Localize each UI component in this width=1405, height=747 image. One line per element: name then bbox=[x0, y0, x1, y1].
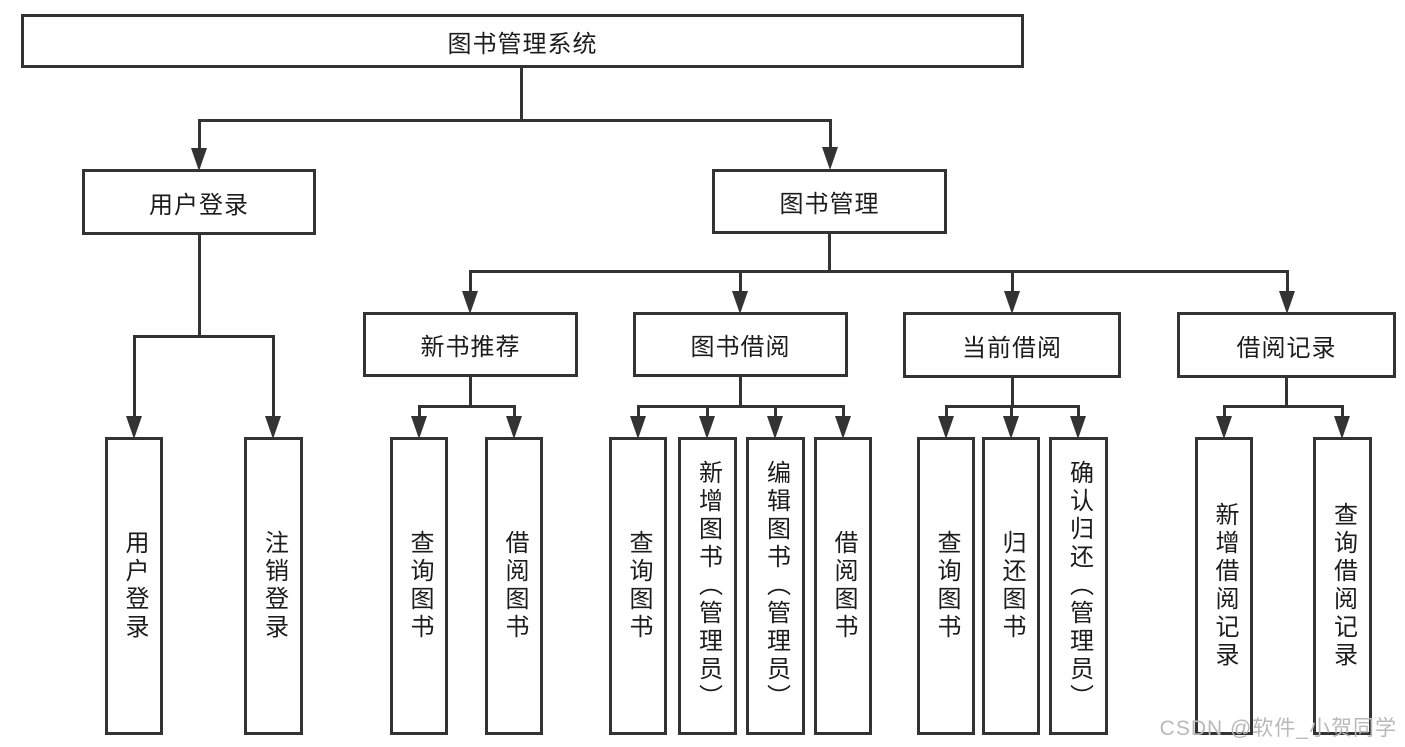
connector-line-horizontal bbox=[1222, 404, 1344, 408]
connector-line-vertical bbox=[197, 234, 201, 337]
connector-line-vertical bbox=[417, 406, 421, 417]
leaf-confirm-return-admin: 确认归还（管理员） bbox=[1049, 437, 1108, 735]
arrowhead-down-icon bbox=[462, 291, 478, 314]
connector-line-horizontal bbox=[132, 334, 275, 338]
connector-line-vertical bbox=[468, 271, 472, 293]
leaf-add-book-admin: 新增图书（管理员） bbox=[678, 437, 737, 735]
node-new-book-recommend: 新书推荐 bbox=[363, 312, 578, 377]
arrowhead-down-icon bbox=[835, 416, 851, 439]
connector-line-vertical bbox=[1340, 406, 1344, 417]
connector-line-horizontal bbox=[417, 404, 516, 408]
connector-line-vertical bbox=[944, 406, 948, 417]
connector-line-vertical bbox=[1076, 406, 1080, 417]
connector-line-vertical bbox=[519, 68, 523, 120]
connector-line-vertical bbox=[827, 233, 831, 272]
arrowhead-down-icon bbox=[265, 416, 281, 439]
leaf-query-borrow-record: 查询借阅记录 bbox=[1313, 437, 1372, 735]
connector-line-vertical bbox=[841, 406, 845, 417]
node-borrow-records: 借阅记录 bbox=[1177, 312, 1396, 378]
leaf-return-books: 归还图书 bbox=[982, 437, 1040, 735]
connector-line-vertical bbox=[197, 120, 201, 150]
leaf-borrow-books-recommend: 借阅图书 bbox=[485, 437, 543, 735]
arrowhead-down-icon bbox=[1004, 291, 1020, 314]
connector-line-vertical bbox=[1010, 271, 1014, 293]
leaf-add-borrow-record: 新增借阅记录 bbox=[1195, 437, 1253, 735]
connector-line-vertical bbox=[1009, 406, 1013, 417]
arrowhead-down-icon bbox=[699, 416, 715, 439]
connector-line-vertical bbox=[1222, 406, 1226, 417]
connector-line-horizontal bbox=[636, 404, 845, 408]
arrowhead-down-icon bbox=[822, 147, 838, 170]
arrowhead-down-icon bbox=[1216, 416, 1232, 439]
arrowhead-down-icon bbox=[1070, 416, 1086, 439]
leaf-query-books-recommend: 查询图书 bbox=[390, 437, 448, 735]
connector-line-vertical bbox=[1285, 271, 1289, 293]
arrowhead-down-icon bbox=[1334, 416, 1350, 439]
connector-line-horizontal bbox=[944, 404, 1080, 408]
arrowhead-down-icon bbox=[938, 416, 954, 439]
leaf-query-books-current: 查询图书 bbox=[917, 437, 975, 735]
arrowhead-down-icon bbox=[767, 416, 783, 439]
arrowhead-down-icon bbox=[732, 291, 748, 314]
leaf-query-books-borrow: 查询图书 bbox=[609, 437, 667, 735]
node-current-borrow: 当前借阅 bbox=[903, 312, 1121, 378]
connector-line-vertical bbox=[1284, 377, 1288, 408]
arrowhead-down-icon bbox=[191, 148, 207, 171]
connector-line-horizontal bbox=[197, 118, 832, 122]
node-user-login: 用户登录 bbox=[82, 169, 316, 235]
arrowhead-down-icon bbox=[1279, 291, 1295, 314]
arrowhead-down-icon bbox=[506, 416, 522, 439]
connector-line-vertical bbox=[738, 377, 742, 408]
connector-line-horizontal bbox=[468, 269, 1289, 273]
connector-line-vertical bbox=[512, 406, 516, 417]
connector-line-vertical bbox=[705, 406, 709, 417]
connector-line-vertical bbox=[132, 336, 136, 417]
connector-line-vertical bbox=[738, 271, 742, 293]
arrowhead-down-icon bbox=[630, 416, 646, 439]
connector-line-vertical bbox=[1010, 377, 1014, 408]
node-root: 图书管理系统 bbox=[21, 14, 1024, 68]
connector-line-vertical bbox=[271, 336, 275, 417]
node-book-borrow: 图书借阅 bbox=[633, 312, 848, 377]
connector-line-vertical bbox=[828, 120, 832, 149]
arrowhead-down-icon bbox=[1003, 416, 1019, 439]
connector-line-vertical bbox=[636, 406, 640, 417]
watermark-text: CSDN @软件_小贺同学 bbox=[1159, 717, 1397, 740]
arrowhead-down-icon bbox=[411, 416, 427, 439]
node-book-management: 图书管理 bbox=[712, 169, 947, 234]
leaf-user-login: 用户登录 bbox=[105, 437, 163, 735]
connector-line-vertical bbox=[468, 377, 472, 408]
leaf-borrow-books-borrow: 借阅图书 bbox=[814, 437, 872, 735]
arrowhead-down-icon bbox=[126, 416, 142, 439]
connector-line-vertical bbox=[773, 406, 777, 417]
leaf-logout: 注销登录 bbox=[244, 437, 303, 735]
leaf-edit-book-admin: 编辑图书（管理员） bbox=[746, 437, 805, 735]
